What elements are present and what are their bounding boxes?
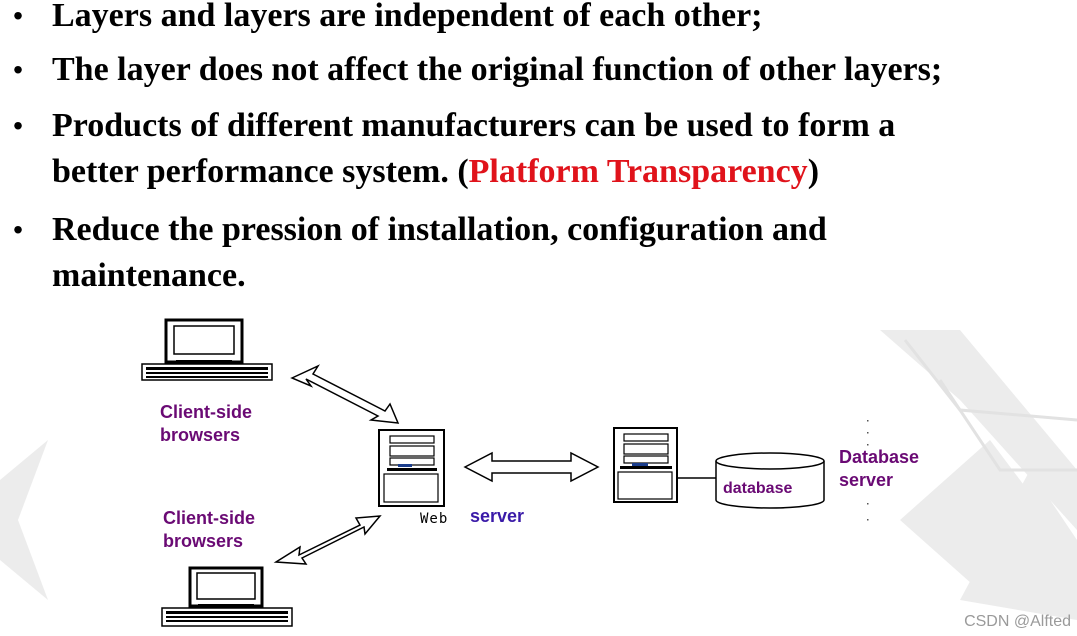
label-line: browsers (163, 531, 244, 551)
dotted-marker (867, 420, 869, 521)
database-cylinder-icon (715, 452, 825, 509)
bullet-dot: • (13, 54, 23, 85)
client-computer-icon-top (141, 318, 273, 381)
bullet-line-part: better performance system. ( (52, 153, 469, 190)
bullet-text: Reduce the pression of installation, con… (52, 207, 1077, 299)
web-word-label: Web (420, 511, 449, 527)
client-label-bottom: Client-side browsers (163, 507, 255, 553)
database-server-label: Database server (839, 446, 919, 492)
bullet-line: Reduce the pression of installation, con… (52, 211, 827, 248)
label-line: Client-side (163, 508, 256, 528)
bullet-line: The layer does not affect the original f… (52, 51, 943, 88)
server-label: server (470, 506, 525, 526)
bullet-line: Layers and layers are independent of eac… (52, 0, 763, 34)
label-line: browsers (160, 425, 241, 445)
architecture-diagram (141, 318, 869, 627)
bullet-dot: • (13, 0, 23, 31)
bullet-line: maintenance. (52, 257, 246, 294)
arrow-client-bottom-to-web (273, 515, 382, 565)
database-host-icon (613, 427, 678, 503)
client-label-top: Client-side browsers (160, 401, 252, 447)
database-label: database (723, 480, 793, 497)
bullet-dot: • (13, 110, 23, 141)
bullet-text: The layer does not affect the original f… (52, 47, 1077, 93)
bullet-dot: • (13, 214, 23, 245)
watermark: CSDN @Alfted (964, 613, 1071, 630)
label-line: Database (839, 447, 920, 467)
client-computer-icon-bottom (161, 566, 293, 627)
bullet-line-part: ) (807, 153, 820, 190)
platform-transparency-highlight: Platform Transparency (468, 153, 808, 190)
label-line: Client-side (160, 402, 253, 422)
arrow-web-to-database-server (463, 451, 600, 483)
label-line: server (839, 470, 894, 490)
arrow-client-top-to-web (290, 364, 400, 424)
bullet-line: better performance system. (Platform Tra… (52, 149, 1077, 195)
web-server-icon (378, 429, 445, 507)
bullet-text: Layers and layers are independent of eac… (52, 0, 1077, 39)
bullet-line: Products of different manufacturers can … (52, 107, 896, 144)
bullet-text: Products of different manufacturers can … (52, 103, 1077, 195)
